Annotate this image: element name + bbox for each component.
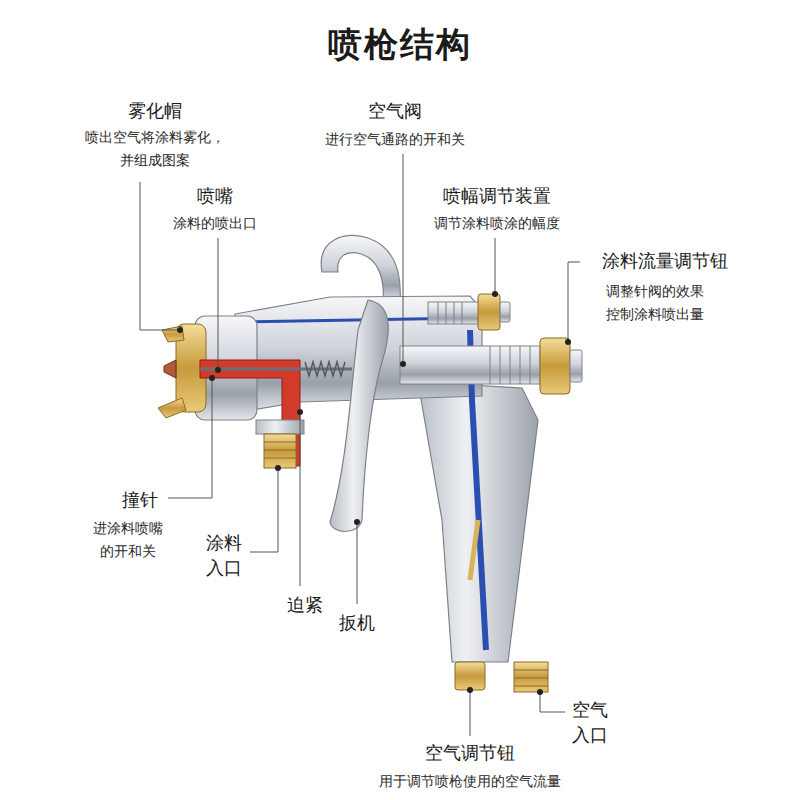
leader-dot: [297, 409, 303, 415]
pattern-stem: [428, 302, 480, 324]
fluid-stem: [400, 346, 540, 384]
paint-channel: [200, 360, 300, 466]
handle: [418, 382, 538, 662]
needle-spring: [305, 362, 345, 376]
fluid-thread: [490, 346, 530, 384]
needle: [200, 368, 352, 371]
pattern-knob-cap: [500, 302, 510, 322]
leader-dot: [177, 327, 183, 333]
air-cap-horn: [158, 398, 186, 418]
part-note: 进涂料喷嘴 的开和关: [90, 517, 166, 563]
leader-dot: [467, 687, 473, 693]
leader-line: [403, 154, 404, 362]
leader-line: [357, 524, 358, 604]
leader-dots: [177, 291, 571, 695]
pattern-thread: [438, 302, 462, 324]
part-name: 迫紧: [277, 592, 333, 617]
leader-dot: [492, 291, 498, 297]
leader-line: [540, 694, 565, 712]
diagram-title: 喷枪结构: [200, 24, 600, 65]
part-name: 涂料 入口: [202, 530, 246, 580]
leader-line: [470, 692, 471, 736]
leader-line: [168, 380, 212, 498]
hook: [321, 235, 400, 302]
leader-line: [140, 182, 178, 330]
leader-line: [218, 238, 219, 368]
part-name: 雾化帽: [80, 98, 230, 123]
air-knob: [455, 662, 485, 690]
fluid-knob: [540, 338, 570, 394]
part-name: 扳机: [329, 610, 385, 635]
part-note: 进行空气通路的开和关: [285, 128, 505, 151]
part-name: 喷嘴: [155, 183, 275, 208]
part-note: 调整针阀的效果 控制涂料喷出量: [601, 280, 709, 326]
part-name: 空气 入口: [568, 697, 612, 747]
leader-dot: [275, 465, 281, 471]
paint-inlet: [264, 434, 296, 468]
leader-dot: [537, 689, 543, 695]
leader-dot: [565, 339, 571, 345]
nozzle-tip: [164, 360, 176, 378]
air-channel: [470, 520, 478, 580]
leader-dot: [354, 519, 360, 525]
air-inlet: [514, 662, 548, 692]
gun-body: [158, 235, 582, 692]
leader-line: [300, 414, 301, 586]
leader-dot: [215, 367, 221, 373]
leader-dot: [209, 375, 215, 381]
part-note: 涂料的喷出口: [135, 212, 295, 235]
part-name: 涂料流量调节钮: [585, 248, 745, 273]
part-name: 撞针: [112, 487, 168, 512]
leader-lines: [140, 154, 580, 736]
part-name: 空气调节钮: [390, 740, 550, 765]
part-note: 喷出空气将涂料雾化， 并组成图案: [80, 126, 230, 172]
air-cap-horn: [162, 326, 184, 342]
part-note: 调节涂料喷涂的幅度: [407, 212, 587, 235]
fluid-knob-cap: [570, 350, 582, 382]
pattern-knob: [478, 294, 500, 330]
leader-line: [250, 470, 278, 552]
part-name: 空气阀: [335, 98, 455, 123]
part-note: 用于调节喷枪使用的空气流量: [310, 770, 630, 793]
trigger: [330, 300, 388, 532]
paint-inlet-nut: [256, 420, 304, 434]
air-inlet-thread: [514, 670, 548, 686]
leader-line: [495, 238, 496, 292]
leader-line: [568, 262, 580, 340]
part-name: 喷幅调节装置: [422, 183, 572, 208]
paint-inlet-thread: [264, 442, 296, 458]
leader-dot: [400, 361, 406, 367]
